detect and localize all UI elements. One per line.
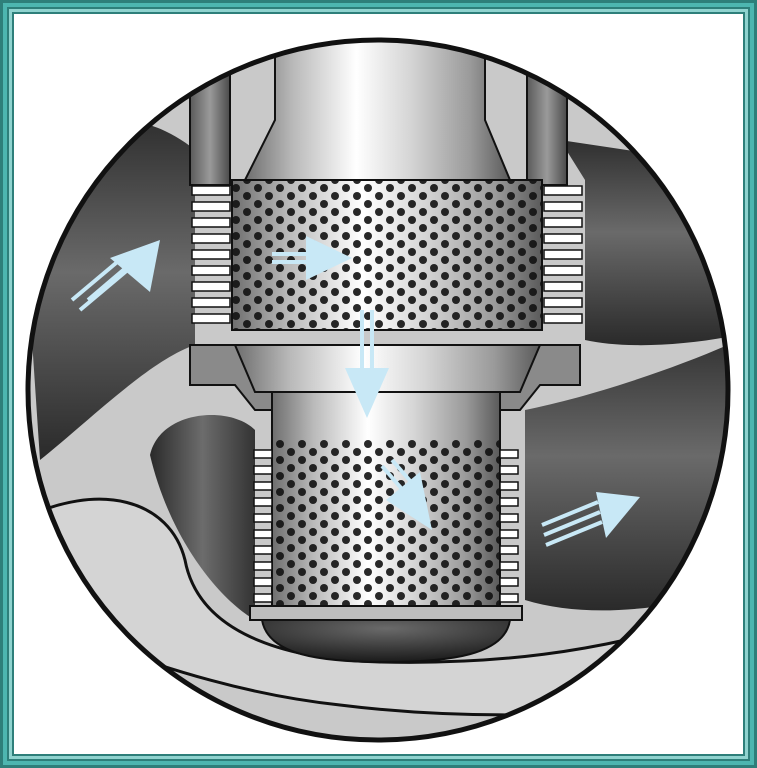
strainer-screen-lower [250,392,522,620]
strainer-screen-upper [192,180,582,330]
